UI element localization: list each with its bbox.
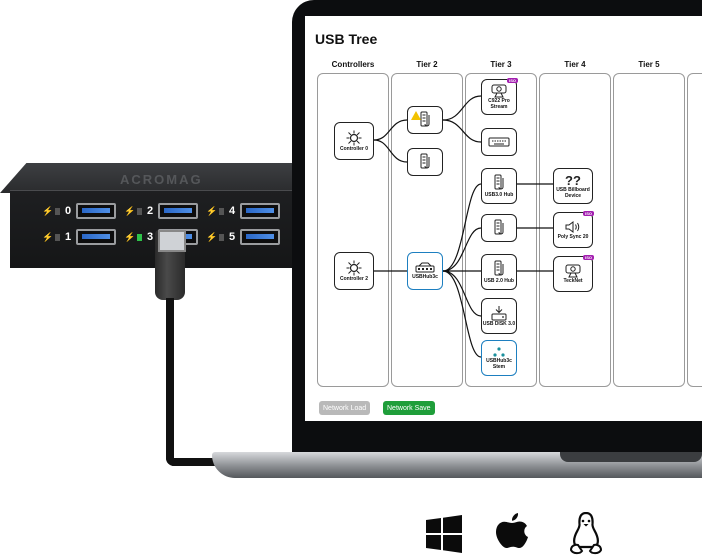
column-header-tier-4: Tier 4 <box>564 60 586 69</box>
port-number: 0 <box>64 205 72 217</box>
tier3-usb-device[interactable] <box>481 214 517 242</box>
tier2-usb-device-warning[interactable] <box>407 106 443 134</box>
usb-stick-icon <box>420 111 430 127</box>
usb-stick-icon <box>494 260 504 276</box>
charge-bolt-icon: ⚡ <box>42 206 54 216</box>
port-led <box>55 207 60 215</box>
node-label: Controller 0 <box>339 146 369 152</box>
keyboard-node[interactable] <box>481 128 517 156</box>
column-header-tier-3: Tier 3 <box>490 60 512 69</box>
usbhub3c-stem-node[interactable]: USBHub3c Stem <box>481 340 517 376</box>
apple-icon <box>496 513 528 548</box>
node-label: Controller 2 <box>339 276 369 282</box>
usb-a-port[interactable] <box>76 229 116 245</box>
usb-a-port[interactable] <box>240 203 280 219</box>
windows-icon <box>426 515 462 553</box>
column-header-tier-5: Tier 5 <box>638 60 660 69</box>
unknown-device-icon: ?? <box>565 172 581 188</box>
port-led <box>219 207 224 215</box>
controller-2-node[interactable]: Controller 2 <box>334 252 374 290</box>
column-controllers <box>317 73 389 387</box>
usb-a-port[interactable] <box>240 229 280 245</box>
usb2-hub-node[interactable]: USB 2.0 Hub <box>481 254 517 290</box>
port-led <box>55 233 60 241</box>
port-number: 3 <box>146 231 154 243</box>
stem-dots-icon <box>493 347 505 357</box>
usb-port-4[interactable]: ⚡4 <box>206 203 280 219</box>
column-tier-5 <box>613 73 685 387</box>
hub-top <box>0 163 330 193</box>
usb-cable-end <box>166 458 236 466</box>
controller-0-node[interactable]: Controller 0 <box>334 122 374 160</box>
tecknet-node[interactable]: ISO TeckNet <box>553 255 594 292</box>
charge-bolt-icon: ⚡ <box>124 232 136 242</box>
port-led <box>219 233 224 241</box>
iso-badge: ISO <box>507 78 518 83</box>
iso-badge: ISO <box>583 255 594 260</box>
disk-drive-icon <box>491 306 507 321</box>
port-number: 1 <box>64 231 72 243</box>
iso-badge: ISO <box>583 211 594 216</box>
controller-chip-icon <box>346 130 362 146</box>
node-label: USBHub3c <box>412 274 438 280</box>
warning-icon <box>411 111 421 120</box>
usb-stick-icon <box>494 174 504 190</box>
usb3-hub-node[interactable]: USB3.0 Hub <box>481 168 517 204</box>
charge-bolt-icon: ⚡ <box>206 206 218 216</box>
node-label: USB DISK 3.0 <box>482 321 516 327</box>
webcam-icon <box>565 264 581 278</box>
usb-plug <box>155 230 186 300</box>
webcam-icon <box>491 84 507 98</box>
charge-bolt-icon: ⚡ <box>206 232 218 242</box>
node-label: USB3.0 Hub <box>484 192 514 198</box>
node-label: USB Billboard Device <box>556 186 590 199</box>
usb-cable <box>166 298 174 466</box>
port-number: 4 <box>228 205 236 217</box>
node-label: C922 Pro Stream <box>488 98 510 110</box>
usbhub3c-node[interactable]: USBHub3c <box>407 252 443 290</box>
linux-icon <box>569 512 603 555</box>
hub-icon <box>415 262 435 273</box>
network-load-button[interactable]: Network Load <box>319 401 371 415</box>
port-led <box>137 207 142 215</box>
usb-port-1[interactable]: ⚡1 <box>42 229 116 245</box>
keyboard-icon <box>488 137 510 147</box>
usb-port-0[interactable]: ⚡0 <box>42 203 116 219</box>
node-label: USB 2.0 Hub <box>483 278 514 284</box>
node-label: USBHub3c Stem <box>486 358 512 370</box>
port-led-active <box>137 233 142 241</box>
laptop-notch <box>560 452 702 462</box>
port-row-top: ⚡0 ⚡2 ⚡4 <box>42 203 280 219</box>
node-label: Poly Sync 20 <box>557 234 589 240</box>
app-title: USB Tree <box>315 31 378 47</box>
app-window: USB Tree Controllers Tier 2 Tier 3 Tier … <box>305 16 702 421</box>
usb-port-2[interactable]: ⚡2 <box>124 203 198 219</box>
hub-brand-logo: ACROMAG <box>120 172 203 187</box>
poly-sync-node[interactable]: ISO Poly Sync 20 <box>553 211 594 248</box>
usb-stick-icon <box>420 153 430 169</box>
usb-disk-node[interactable]: USB DISK 3.0 <box>481 298 517 334</box>
tier2-usb-device[interactable] <box>407 148 443 176</box>
node-label: TeckNet <box>563 278 583 284</box>
network-save-button[interactable]: Network Save <box>383 401 435 415</box>
c922-webcam-node[interactable]: ISO C922 Pro Stream <box>481 78 518 115</box>
usb-a-port[interactable] <box>158 203 198 219</box>
charge-bolt-icon: ⚡ <box>124 206 136 216</box>
controller-chip-icon <box>346 260 362 276</box>
column-header-tier-2: Tier 2 <box>416 60 438 69</box>
usb-billboard-node[interactable]: ?? USB Billboard Device <box>553 168 593 204</box>
port-number: 5 <box>228 231 236 243</box>
usb-a-port[interactable] <box>76 203 116 219</box>
usb-port-5[interactable]: ⚡5 <box>206 229 280 245</box>
speaker-icon <box>565 221 580 233</box>
charge-bolt-icon: ⚡ <box>42 232 54 242</box>
usb-stick-icon <box>494 219 504 235</box>
port-number: 2 <box>146 205 154 217</box>
column-tier-6 <box>687 73 702 387</box>
column-header-controllers: Controllers <box>331 60 375 69</box>
